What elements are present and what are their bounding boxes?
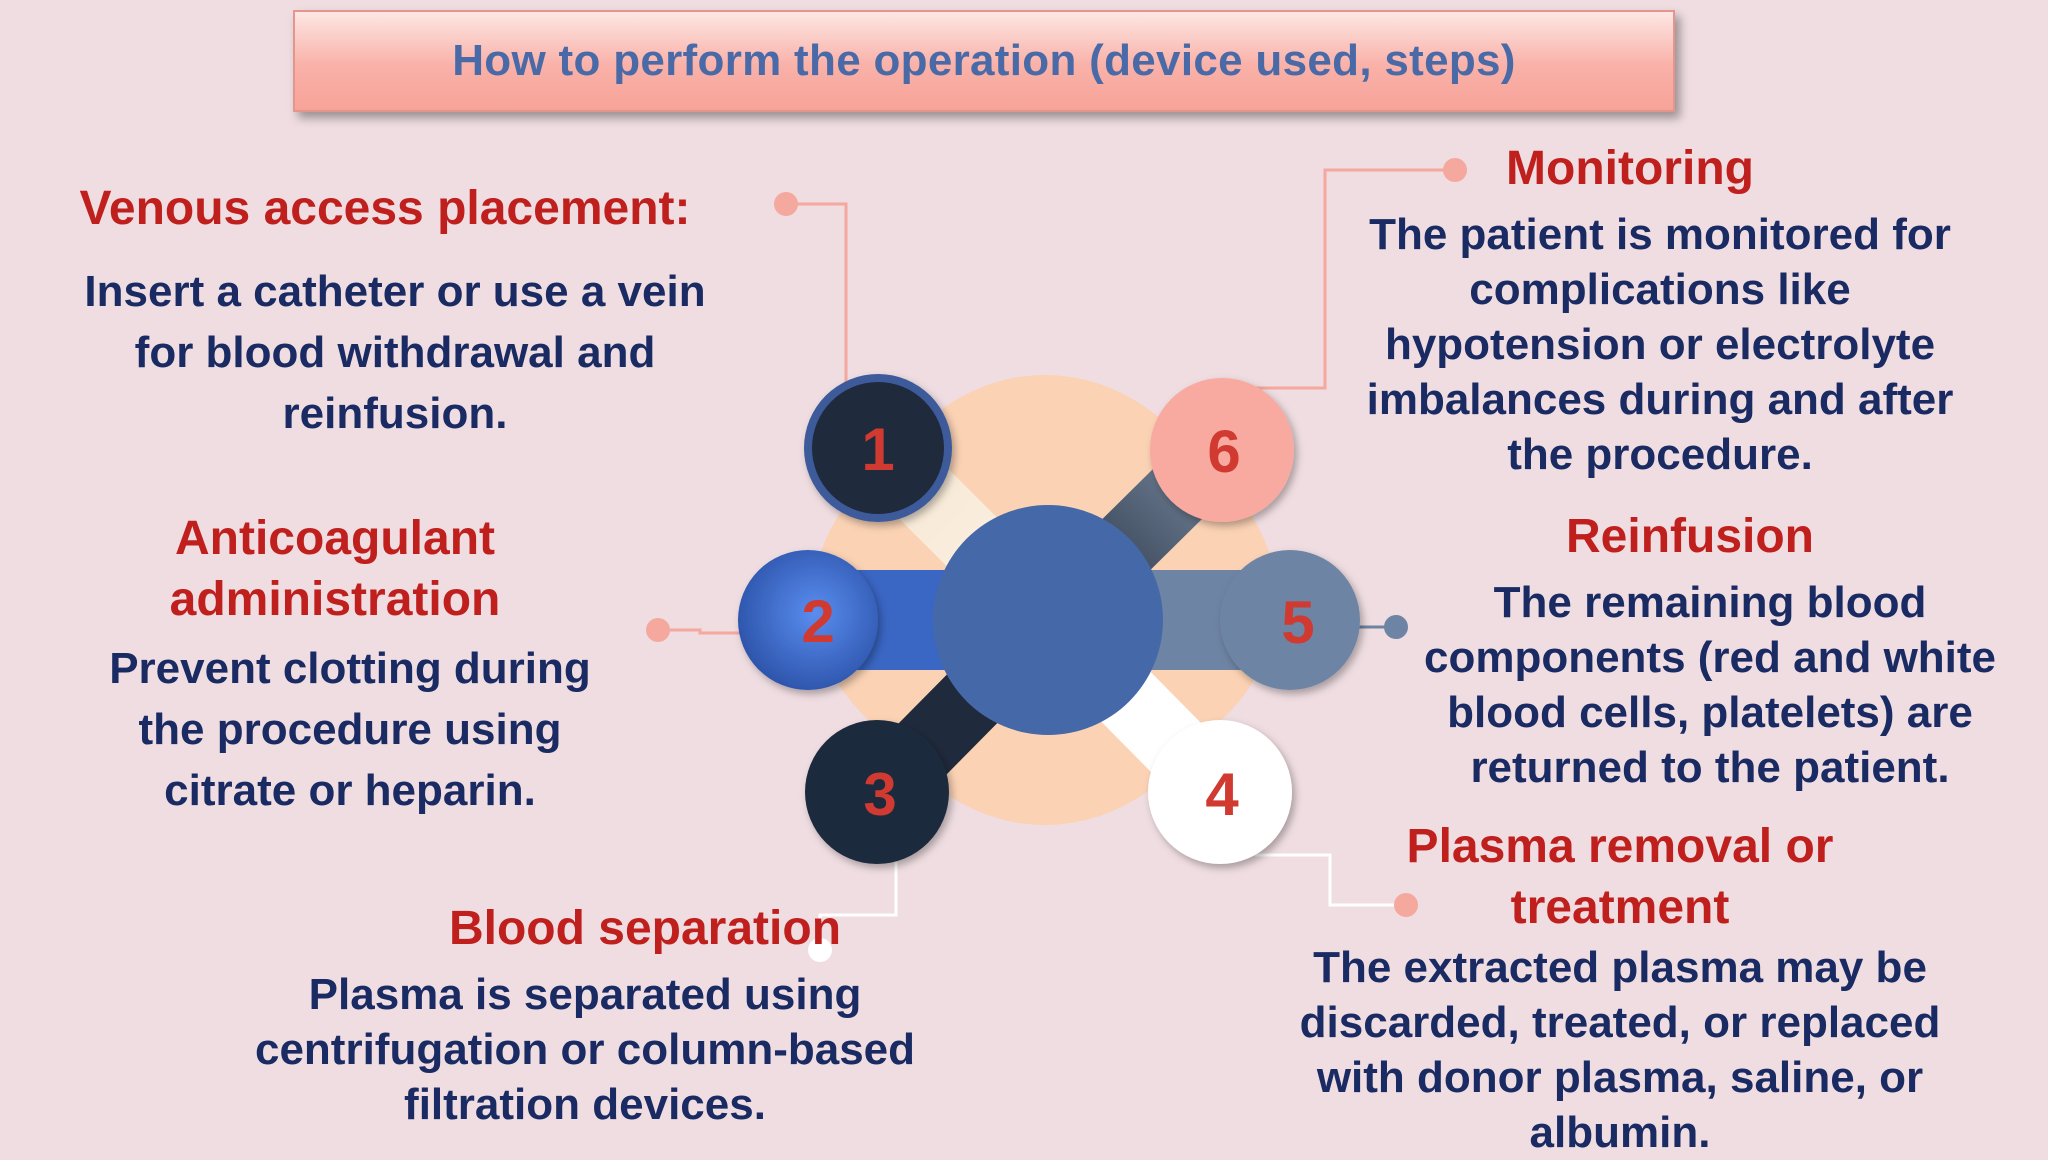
description-line: filtration devices. [404,1080,766,1129]
title-banner: How to perform the operation (device use… [293,10,1675,112]
step-number-5: 5 [1281,589,1314,656]
description-line: albumin. [1529,1108,1711,1157]
step-4-description: The extracted plasma may be discarded, t… [1280,940,1960,1160]
step-1-text: Venous access placement: Insert a cathet… [20,178,770,444]
step-number-4: 4 [1205,761,1239,828]
description-line: reinfusion. [282,389,508,438]
step-node-1: 1 [804,374,952,522]
description-line: The extracted plasma may be [1313,943,1927,992]
connector-3 [818,850,898,948]
description-line: Insert a catheter or use a vein [84,267,706,316]
step-number-3: 3 [863,761,896,828]
connector-6 [1255,168,1455,390]
step-6-description: The patient is monitored for complicatio… [1335,207,1985,482]
description-line: with donor plasma, saline, or [1316,1053,1924,1102]
description-line: discarded, treated, or replaced [1299,998,1941,1047]
step-5-heading: Reinfusion [1566,510,1814,563]
connector-lines [658,168,1455,948]
step-node-3: 3 [805,720,949,864]
description-line: returned to the patient. [1470,743,1950,792]
step-number-2: 2 [801,588,834,655]
connector-dot-2 [646,618,670,642]
step-2-text: Anticoagulant administration Prevent clo… [40,508,660,821]
step-6-heading: Monitoring [1506,142,1754,195]
slide-title: How to perform the operation (device use… [452,36,1516,85]
heading-line: administration [169,573,501,626]
connector-dot-6 [1443,158,1467,182]
connector-dot-5 [1384,615,1408,639]
step-node-6: 6 [1150,378,1294,522]
step-3-heading: Blood separation [448,902,842,955]
step-3-description: Plasma is separated using centrifugation… [215,967,955,1132]
description-line: citrate or heparin. [164,766,536,815]
connector-4 [1255,853,1406,907]
description-line: hypotension or electrolyte [1384,320,1936,369]
step-node-5: 5 [1220,550,1360,690]
heading-line: Anticoagulant [175,512,495,565]
heading-line: treatment [1510,881,1730,934]
description-line: for blood withdrawal and [134,328,656,377]
step-number-6: 6 [1207,418,1240,485]
step-1-description: Insert a catheter or use a vein for bloo… [20,261,770,444]
description-line: Plasma is separated using [308,970,862,1019]
step-4-heading: Plasma removal or treatment [1280,816,1960,938]
connector-dot-4 [1394,893,1418,917]
step-1-heading: Venous access placement: [79,182,691,235]
step-3-text: Blood separation Plasma is separated usi… [215,898,955,1132]
description-line: blood cells, platelets) are [1447,688,1973,737]
step-node-2: 2 [738,550,878,690]
connector-2 [658,628,740,635]
connector-dots [646,158,1467,962]
description-line: The patient is monitored for [1369,210,1951,259]
description-line: imbalances during and after [1366,375,1954,424]
description-line: components (red and white [1423,633,1997,682]
step-number-1: 1 [861,416,894,483]
description-line: centrifugation or column-based [254,1025,916,1074]
step-2-description: Prevent clotting during the procedure us… [40,638,660,821]
step-node-4: 4 [1148,720,1292,864]
center-hub [933,505,1163,735]
description-line: Prevent clotting during [109,644,591,693]
step-4-text: Plasma removal or treatment The extracte… [1280,816,1960,1160]
step-2-heading: Anticoagulant administration [10,508,660,630]
connector-dot-3 [808,938,832,962]
description-line: The remaining blood [1493,578,1927,627]
connector-dot-1 [774,192,798,216]
heading-line: Plasma removal or [1406,820,1834,873]
connector-1 [786,202,848,385]
step-6-text: Monitoring The patient is monitored for … [1335,138,1985,482]
step-5-text: Reinfusion The remaining blood component… [1390,506,2030,795]
description-line: complications like [1469,265,1851,314]
description-line: the procedure using [138,705,562,754]
step-5-description: The remaining blood components (red and … [1390,575,2030,795]
description-line: the procedure. [1507,430,1813,479]
